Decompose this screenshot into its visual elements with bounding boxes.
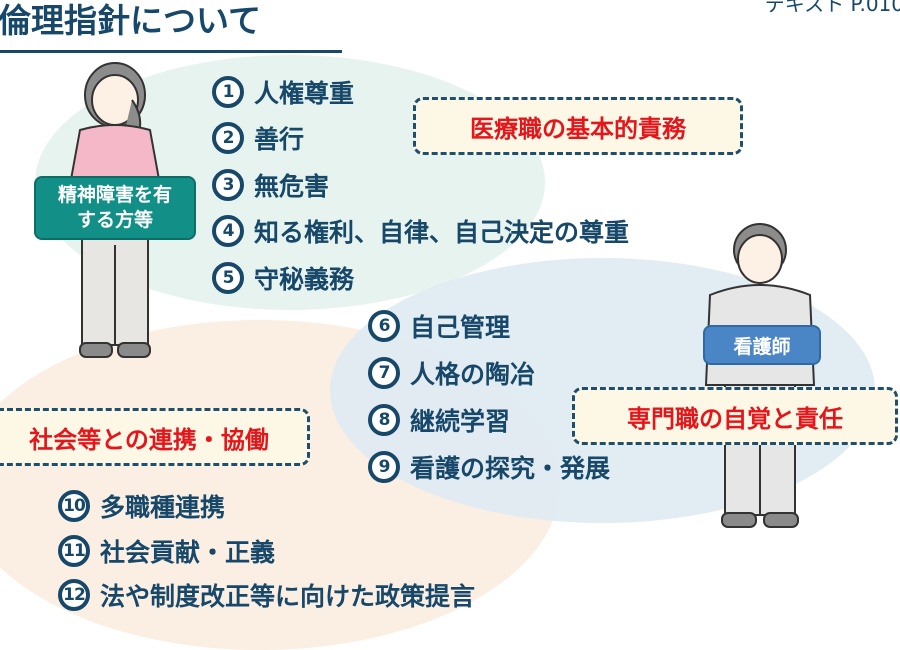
nurse-illustration (704, 223, 816, 528)
number-badge: 1 (212, 76, 244, 108)
number-badge: 5 (212, 262, 244, 294)
item-text: 継続学習 (410, 407, 511, 436)
number-badge: 10 (58, 490, 90, 522)
item-text: 無危害 (254, 172, 330, 201)
item-text: 人権尊重 (254, 79, 355, 108)
page-title: 倫理指針について (0, 1, 262, 40)
list-item: 7 人格の陶冶 (368, 355, 535, 391)
number-badge: 8 (368, 404, 400, 436)
number-badge: 7 (368, 357, 400, 389)
number-badge: 6 (368, 310, 400, 342)
patient-illustration (68, 62, 162, 358)
list-item: 1 人権尊重 (212, 74, 354, 110)
list-item: 11 社会貢献・正義 (58, 533, 275, 569)
number-badge: 9 (368, 451, 400, 483)
item-text: 自己管理 (410, 313, 511, 342)
item-text: 法や制度改正等に向けた政策提言 (100, 582, 476, 611)
item-text: 守秘義務 (254, 265, 355, 294)
list-item: 2 善行 (212, 120, 304, 156)
tag-basic-duties: 医療職の基本的責務 (413, 97, 743, 155)
item-text: 知る権利、自律、自己決定の尊重 (254, 218, 630, 247)
list-item: 4 知る権利、自律、自己決定の尊重 (212, 213, 629, 249)
item-text: 人格の陶冶 (410, 360, 536, 389)
list-item: 10 多職種連携 (58, 488, 225, 524)
page-reference: テキスト P.010 (764, 0, 900, 16)
number-badge: 2 (212, 122, 244, 154)
list-item: 3 無危害 (212, 167, 329, 203)
title-underline (0, 50, 342, 53)
tag-professional-responsibility: 専門職の自覚と責任 (572, 387, 898, 445)
item-text: 善行 (254, 125, 305, 154)
number-badge: 12 (58, 579, 90, 611)
patient-label: 精神障害を有する方等 (34, 176, 196, 240)
item-text: 看護の探究・発展 (410, 454, 611, 483)
nurse-label: 看護師 (703, 325, 821, 365)
list-item: 8 継続学習 (368, 402, 510, 438)
number-badge: 3 (212, 169, 244, 201)
number-badge: 4 (212, 215, 244, 247)
list-item: 9 看護の探究・発展 (368, 449, 610, 485)
tag-social-collaboration: 社会等との連携・協働 (0, 408, 310, 466)
list-item: 5 守秘義務 (212, 260, 354, 296)
number-badge: 11 (58, 535, 90, 567)
list-item: 12 法や制度改正等に向けた政策提言 (58, 577, 475, 613)
item-text: 多職種連携 (100, 493, 226, 522)
list-item: 6 自己管理 (368, 308, 510, 344)
item-text: 社会貢献・正義 (100, 538, 276, 567)
